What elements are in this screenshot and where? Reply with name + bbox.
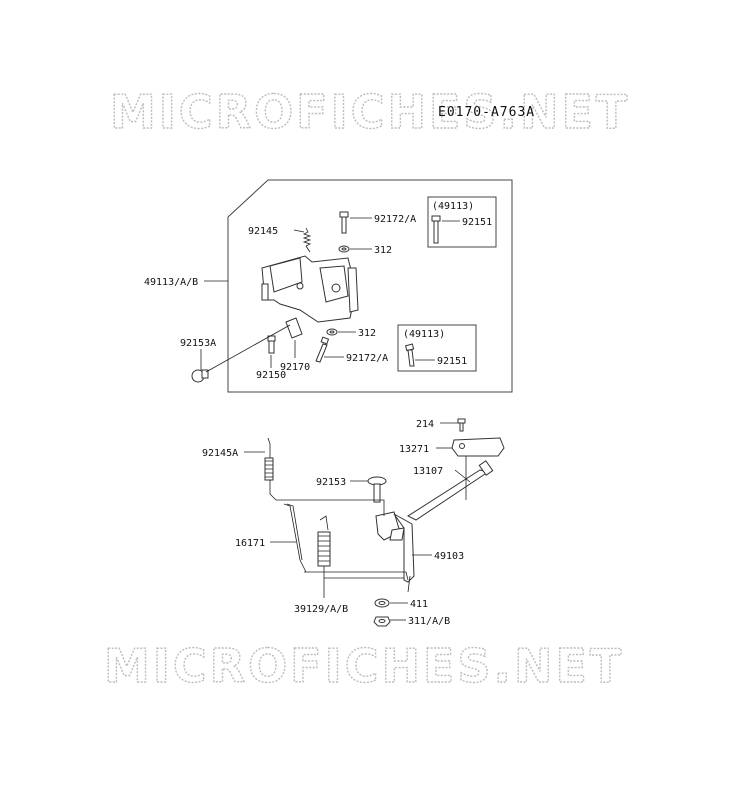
- box-top-part: 92151: [462, 217, 492, 228]
- clip-92170: [285, 317, 303, 339]
- callout-92153: 92153: [316, 477, 346, 488]
- callout-312-top: 312: [374, 245, 392, 256]
- inset-box-top: [427, 196, 497, 248]
- leader-13107: [454, 469, 471, 483]
- bolt-92151-bottom: [404, 343, 415, 367]
- callout-214: 214: [416, 419, 434, 430]
- spring-92145: [302, 227, 312, 253]
- shaft-13107: [406, 456, 494, 521]
- rod-16171: [283, 503, 307, 573]
- leader-92145: [293, 229, 305, 233]
- box-top-title: (49113): [432, 201, 474, 212]
- callout-39129ab: 39129/A/B: [294, 604, 348, 615]
- callout-92172a-bot: 92172/A: [346, 353, 388, 364]
- plate-13271: [451, 437, 505, 457]
- callout-13107: 13107: [413, 466, 443, 477]
- bolt-92172a-top: [339, 211, 349, 234]
- bolt-92172a-bottom: [315, 336, 330, 363]
- spring-92145a: [264, 437, 277, 501]
- callout-92153a: 92153A: [180, 338, 216, 349]
- callout-16171: 16171: [235, 538, 265, 549]
- screw-214: [457, 418, 466, 432]
- washer-312-top: [338, 245, 350, 253]
- callout-92145: 92145: [248, 226, 278, 237]
- callout-311ab: 311/A/B: [408, 616, 450, 627]
- connecting-link: [276, 499, 409, 581]
- bolt-92151-top: [431, 215, 441, 244]
- inset-box-bottom: [397, 324, 477, 372]
- lever-49103: [375, 511, 415, 593]
- callout-92172a-top: 92172/A: [374, 214, 416, 225]
- carriage-bolt-92153: [367, 476, 387, 503]
- assembly-frame: [227, 179, 513, 393]
- callout-411: 411: [410, 599, 428, 610]
- watermark-top: MICROFICHES.NET: [110, 85, 630, 139]
- callout-49113ab: 49113/A/B: [144, 277, 198, 288]
- diagram-code: E0170-A763A: [438, 105, 535, 120]
- bolt-92150: [267, 335, 276, 354]
- callout-13271: 13271: [399, 444, 429, 455]
- nut-311ab: [373, 616, 391, 627]
- spring-39129ab: [317, 515, 331, 584]
- washer-411: [374, 598, 390, 608]
- control-bracket: [261, 255, 359, 323]
- callout-92150: 92150: [256, 370, 286, 381]
- screw-92153a-axis: [205, 324, 291, 373]
- box-bottom-title: (49113): [403, 329, 445, 340]
- callout-312-mid: 312: [358, 328, 376, 339]
- washer-312-mid: [326, 328, 338, 336]
- box-bottom-part: 92151: [437, 356, 467, 367]
- callout-49103: 49103: [434, 551, 464, 562]
- screw-92153a: [191, 369, 209, 383]
- watermark-bottom: MICROFICHES.NET: [104, 639, 624, 693]
- callout-92170: 92170: [280, 362, 310, 373]
- callout-92145a: 92145A: [202, 448, 238, 459]
